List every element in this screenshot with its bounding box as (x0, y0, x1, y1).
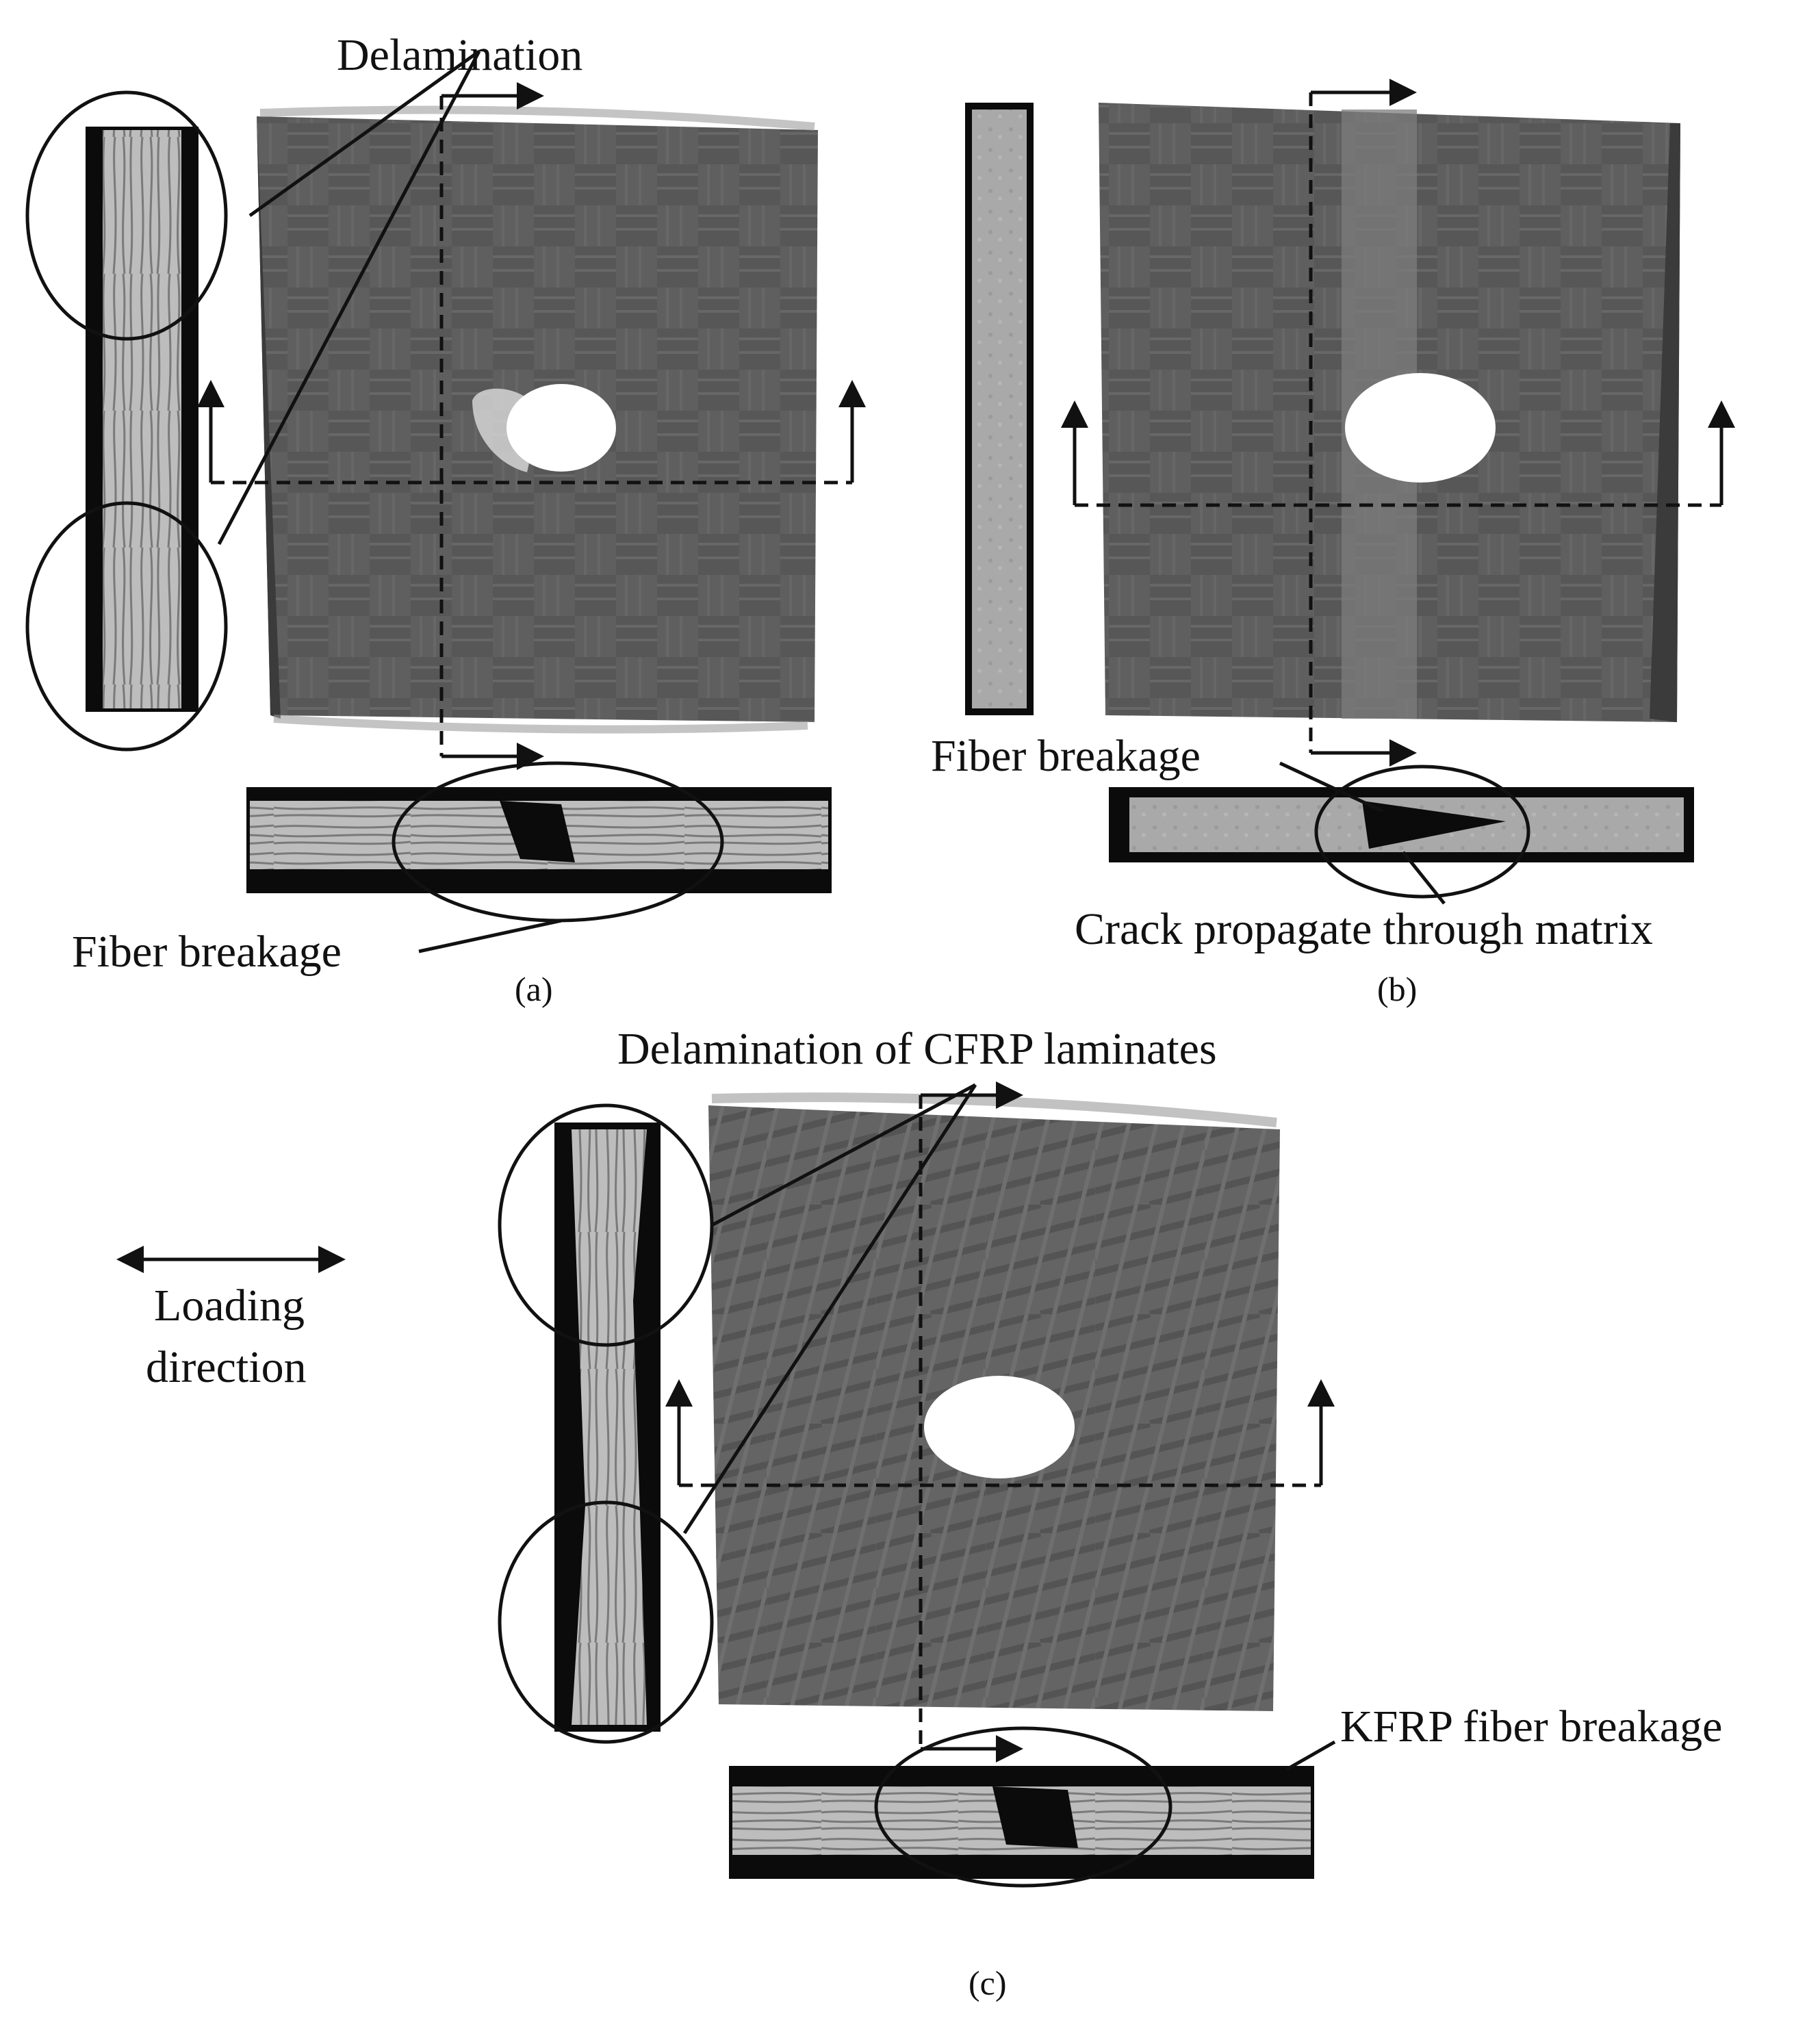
callout-circle-b (1314, 765, 1530, 899)
hole-a (507, 384, 616, 472)
hole-c (924, 1376, 1075, 1478)
callout-circle-c-bottom (498, 1500, 714, 1744)
legend-direction: direction (146, 1342, 307, 1392)
panel-a (25, 49, 866, 953)
label-crack-propagate-b: Crack propagate through matrix (1075, 904, 1653, 954)
label-kfrp-fiber-breakage-c: KFRP fiber breakage (1340, 1702, 1723, 1752)
panel-c (498, 1081, 1336, 1888)
leader-a-fiber (418, 919, 562, 953)
leader-c-delam-1 (710, 1083, 977, 1227)
label-fiber-breakage-a: Fiber breakage (72, 927, 342, 977)
legend-loading: Loading (154, 1281, 305, 1331)
label-delamination-cfrp-c: Delamination of CFRP laminates (617, 1024, 1217, 1074)
leader-c-delam-2 (682, 1083, 977, 1535)
caption-a: (a) (515, 970, 553, 1008)
leader-b-crack (1402, 851, 1446, 905)
leader-c-kfrp (1285, 1740, 1336, 1771)
callout-circle-a-bottom (25, 501, 228, 752)
leader-b-fiber (1279, 761, 1384, 813)
label-fiber-breakage-b: Fiber breakage (931, 731, 1201, 781)
leader-a-delam-1 (248, 49, 480, 218)
caption-b: (b) (1377, 970, 1418, 1008)
callout-circle-c-side (874, 1726, 1172, 1888)
hole-b (1345, 373, 1496, 483)
label-delamination-a: Delamination (337, 30, 583, 80)
callout-circle-a-top (25, 90, 228, 341)
panel-b (965, 79, 1735, 905)
leader-a-delam-2 (217, 50, 481, 546)
caption-c: (c) (969, 1964, 1007, 2002)
